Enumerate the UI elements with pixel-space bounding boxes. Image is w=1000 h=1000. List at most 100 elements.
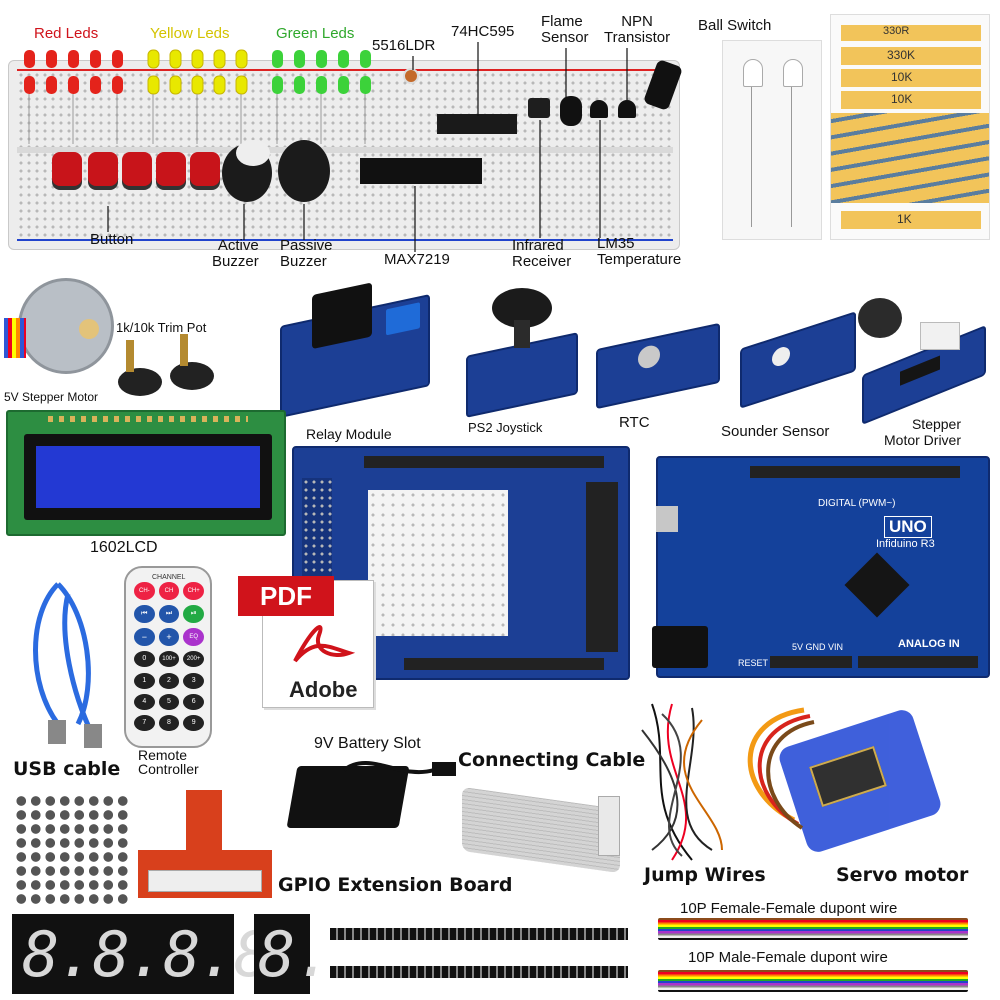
resistor-tape-label: 10K xyxy=(891,70,913,84)
dc-jack-icon xyxy=(652,626,708,668)
resistor-tape-label: 10K xyxy=(891,92,913,106)
remote-key-0[interactable]: 0 xyxy=(134,651,155,668)
pin-header-strip xyxy=(330,928,628,940)
single-digit-readout: 8. xyxy=(258,918,333,991)
label-red-leds: Red Leds xyxy=(34,25,99,42)
remote-key-2[interactable]: 2 xyxy=(158,672,180,689)
ff-dupont-ribbon xyxy=(658,918,968,940)
resistor-tape xyxy=(841,91,981,109)
servo-cable-icon xyxy=(747,707,815,830)
remote-key-next[interactable]: ⏭ xyxy=(158,605,180,624)
label-lm35: LM35 Temperature xyxy=(597,235,682,268)
remote-key-ch[interactable]: CH xyxy=(158,582,180,600)
resistor-tape-label: 330K xyxy=(887,48,916,62)
joystick-stem xyxy=(514,320,530,348)
label-74hc595: 74HC595 xyxy=(451,23,515,40)
ball-switch-photo xyxy=(722,40,822,240)
resistor-pack-photo: 330R 330K 10K 10K 1K xyxy=(830,14,990,240)
remote-key-5[interactable]: 5 xyxy=(158,693,180,710)
mf-dupont-ribbon xyxy=(658,970,968,992)
label-mf-dupont: 10P Male-Female dupont wire xyxy=(688,949,888,966)
sounder-sensor-board xyxy=(740,311,856,409)
breadboard-rail-bottom xyxy=(17,239,673,241)
connector-icon xyxy=(920,322,960,350)
remote-key-6[interactable]: 6 xyxy=(183,693,204,710)
max7219-chip-icon xyxy=(360,158,482,184)
usb-cable-icon xyxy=(33,582,102,748)
label-ff-dupont: 10P Female-Female dupont wire xyxy=(680,900,898,917)
uln2003-chip-icon xyxy=(900,355,940,386)
uno-power-label: 5V GND VIN xyxy=(792,642,844,652)
npn-transistor-icon xyxy=(618,100,636,118)
lcd-screen xyxy=(36,446,260,508)
label-infrared-receiver: Infrared Receiver xyxy=(512,237,572,270)
ball-switch-legs xyxy=(791,87,792,227)
remote-key-8[interactable]: 8 xyxy=(158,714,180,731)
label-remote-controller: Remote Controller xyxy=(138,747,199,777)
stepper-motor-icon xyxy=(18,278,114,374)
ir-receiver-icon xyxy=(528,98,550,118)
remote-key-7[interactable]: 7 xyxy=(134,714,155,731)
shift-register-chip-icon xyxy=(437,114,517,134)
led-matrix xyxy=(14,794,130,906)
label-relay-module: Relay Module xyxy=(306,426,392,442)
remote-key-ch-minus[interactable]: CH- xyxy=(134,582,155,600)
analog-header xyxy=(858,656,978,668)
atmega-chip-icon xyxy=(844,552,910,618)
battery-cable-icon xyxy=(342,760,456,776)
stepper-wires xyxy=(4,318,26,358)
resistor-tape xyxy=(841,69,981,87)
remote-key-play[interactable]: ⏯ xyxy=(183,605,204,624)
remote-key-3[interactable]: 3 xyxy=(183,672,204,689)
potentiometer-icon xyxy=(772,344,790,369)
remote-key-prev[interactable]: ⏮ xyxy=(134,605,155,624)
label-flame-sensor: Flame Sensor xyxy=(541,13,589,46)
remote-key-9[interactable]: 9 xyxy=(183,714,204,731)
relay-icon xyxy=(312,282,372,350)
lcd-1602-board xyxy=(6,410,286,536)
remote-key-plus[interactable]: + xyxy=(158,628,180,647)
resistor-tape xyxy=(841,211,981,229)
trim-pot-shaft xyxy=(180,334,188,366)
microphone-icon xyxy=(858,298,902,338)
digital-header xyxy=(750,466,960,478)
button-icon xyxy=(88,152,118,186)
gpio-header xyxy=(586,482,618,652)
label-servo-motor: Servo motor xyxy=(836,864,969,886)
label-ps2-joystick: PS2 Joystick xyxy=(468,420,543,435)
usb-port-icon xyxy=(656,506,678,532)
jump-wires-icon xyxy=(641,703,723,861)
active-buzzer-sticker xyxy=(236,140,270,166)
button-icon xyxy=(52,152,82,186)
acrobat-logo-icon xyxy=(293,625,355,663)
yellow-leds xyxy=(147,49,248,95)
resistor-tape-label: 330R xyxy=(883,25,910,37)
remote-key-eq[interactable]: EQ xyxy=(183,628,204,647)
remote-key-minus[interactable]: − xyxy=(134,628,155,647)
label-green-leds: Green Leds xyxy=(276,25,355,42)
label-sounder-sensor: Sounder Sensor xyxy=(721,423,830,440)
label-lcd: 1602LCD xyxy=(90,539,158,556)
label-npn-transistor: NPN Transistor xyxy=(604,13,671,46)
relay-module-board xyxy=(280,282,430,418)
remote-key-ch-plus[interactable]: CH+ xyxy=(183,582,204,600)
rtc-board xyxy=(596,322,720,410)
gpio-board-header xyxy=(148,870,262,892)
label-jump-wires: Jump Wires xyxy=(644,864,766,886)
trim-pot-icon xyxy=(170,362,214,390)
remote-controller: CHANNEL CH- CH CH+ ⏮ ⏭ ⏯ − + EQ 0 100+ 2… xyxy=(124,566,212,748)
ribbon-cable-icon xyxy=(462,786,620,874)
resistor-tape xyxy=(841,47,981,65)
label-usb-cable: USB cable xyxy=(13,758,121,780)
flame-sensor-icon xyxy=(560,96,582,126)
label-ldr: 5516LDR xyxy=(372,37,436,54)
trim-pot-icon xyxy=(118,368,162,396)
remote-key-1[interactable]: 1 xyxy=(134,672,155,689)
label-max7219: MAX7219 xyxy=(384,251,450,268)
remote-key-100[interactable]: 100+ xyxy=(158,651,180,668)
header-pins xyxy=(404,658,604,670)
remote-key-200[interactable]: 200+ xyxy=(183,651,204,668)
leader-lines xyxy=(107,42,628,252)
remote-key-4[interactable]: 4 xyxy=(134,693,155,710)
single-digit-display: 8. xyxy=(254,914,333,994)
